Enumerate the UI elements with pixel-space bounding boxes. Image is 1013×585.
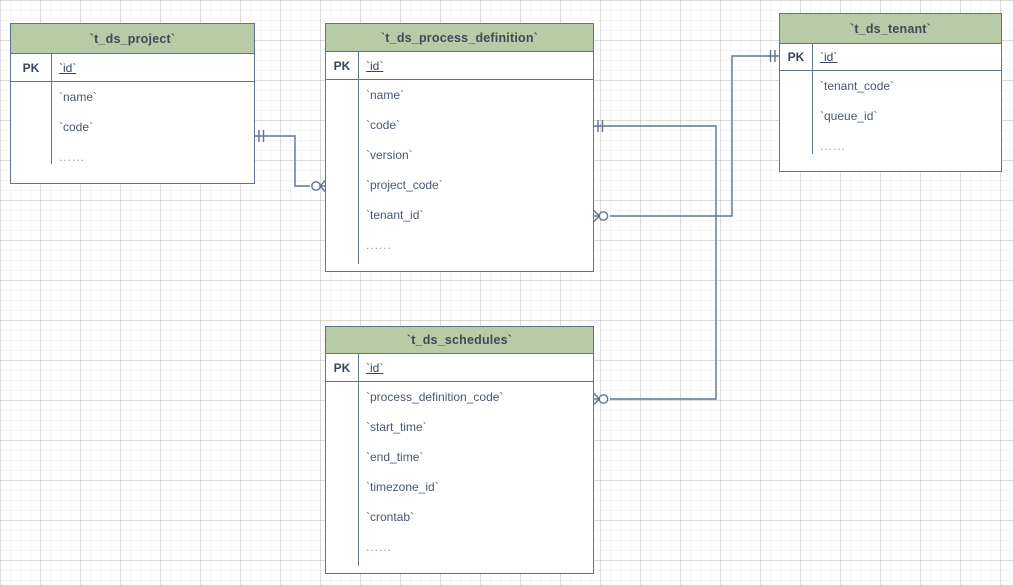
row-attribute-name: `project_code` xyxy=(366,178,443,192)
table-row[interactable]: `code` xyxy=(11,112,254,142)
row-attribute-name: `code` xyxy=(59,120,94,134)
table-row[interactable]: `tenant_code` xyxy=(780,71,1001,101)
row-attribute-name: `id` xyxy=(59,60,77,75)
entity-t-ds-process-definition[interactable]: `t_ds_process_definition` PK `id` `name`… xyxy=(325,23,594,272)
entity-body-t-ds-process-definition: PK `id` `name` `code` `version` `project… xyxy=(326,52,593,271)
table-row[interactable]: `code` xyxy=(326,110,593,140)
table-row[interactable]: `version` xyxy=(326,140,593,170)
entity-title-t-ds-tenant: `t_ds_tenant` xyxy=(780,14,1001,44)
table-row[interactable]: `start_time` xyxy=(326,412,593,442)
table-row[interactable]: `name` xyxy=(11,82,254,112)
row-attribute-name: `version` xyxy=(366,148,413,162)
connector-project-process-definition xyxy=(255,130,326,192)
connector-process-definition-schedules xyxy=(593,120,717,405)
row-attribute-name: `id` xyxy=(366,58,384,73)
table-row[interactable]: PK `id` xyxy=(326,354,593,382)
table-row[interactable]: PK `id` xyxy=(326,52,593,80)
entity-body-t-ds-schedules: PK `id` `process_definition_code` `start… xyxy=(326,354,593,573)
row-attribute-name: `start_time` xyxy=(366,420,427,434)
row-key-badge: PK xyxy=(333,360,351,375)
table-row[interactable]: PK `id` xyxy=(780,44,1001,71)
row-attribute-name: `crontab` xyxy=(366,510,415,524)
table-row[interactable]: ...... xyxy=(780,131,1001,161)
row-attribute-name: `name` xyxy=(59,90,98,104)
table-row[interactable]: ...... xyxy=(326,230,593,260)
table-row[interactable]: `tenant_id` xyxy=(326,200,593,230)
row-key-badge: PK xyxy=(787,50,805,64)
connector-tenant-process-definition xyxy=(593,50,779,222)
table-row[interactable]: PK `id` xyxy=(11,54,254,82)
table-row[interactable]: `name` xyxy=(326,80,593,110)
entity-body-t-ds-project: PK `id` `name` `code` ...... xyxy=(11,54,254,183)
entity-body-t-ds-tenant: PK `id` `tenant_code` `queue_id` ...... xyxy=(780,44,1001,171)
entity-title-t-ds-schedules: `t_ds_schedules` xyxy=(326,327,593,354)
table-row[interactable]: ...... xyxy=(326,532,593,562)
row-attribute-name: ...... xyxy=(366,540,393,554)
row-key-badge: PK xyxy=(22,60,40,75)
row-attribute-name: `name` xyxy=(366,88,405,102)
row-attribute-name: ...... xyxy=(820,139,847,153)
entity-title-t-ds-process-definition: `t_ds_process_definition` xyxy=(326,24,593,52)
table-row[interactable]: `process_definition_code` xyxy=(326,382,593,412)
column-divider xyxy=(812,44,813,154)
row-attribute-name: `tenant_code` xyxy=(820,79,895,93)
row-attribute-name: `process_definition_code` xyxy=(366,390,504,404)
row-attribute-name: ...... xyxy=(366,238,393,252)
entity-title-t-ds-project: `t_ds_project` xyxy=(11,24,254,54)
entity-t-ds-tenant[interactable]: `t_ds_tenant` PK `id` `tenant_code` `que… xyxy=(779,13,1002,172)
table-row[interactable]: `project_code` xyxy=(326,170,593,200)
entity-t-ds-schedules[interactable]: `t_ds_schedules` PK `id` `process_defini… xyxy=(325,326,594,574)
row-attribute-name: `end_time` xyxy=(366,450,424,464)
row-attribute-name: `id` xyxy=(366,360,384,375)
table-row[interactable]: `end_time` xyxy=(326,442,593,472)
table-row[interactable]: `crontab` xyxy=(326,502,593,532)
table-row[interactable]: `timezone_id` xyxy=(326,472,593,502)
table-row[interactable]: `queue_id` xyxy=(780,101,1001,131)
row-attribute-name: ...... xyxy=(59,150,86,164)
table-row[interactable]: ...... xyxy=(11,142,254,172)
row-attribute-name: `id` xyxy=(820,50,838,64)
column-divider xyxy=(358,354,359,566)
row-attribute-name: `tenant_id` xyxy=(366,208,424,222)
row-attribute-name: `queue_id` xyxy=(820,109,878,123)
row-attribute-name: `timezone_id` xyxy=(366,480,439,494)
column-divider xyxy=(51,54,52,164)
row-key-badge: PK xyxy=(333,58,351,73)
column-divider xyxy=(358,52,359,264)
entity-t-ds-project[interactable]: `t_ds_project` PK `id` `name` `code` ...… xyxy=(10,23,255,184)
row-attribute-name: `code` xyxy=(366,118,401,132)
